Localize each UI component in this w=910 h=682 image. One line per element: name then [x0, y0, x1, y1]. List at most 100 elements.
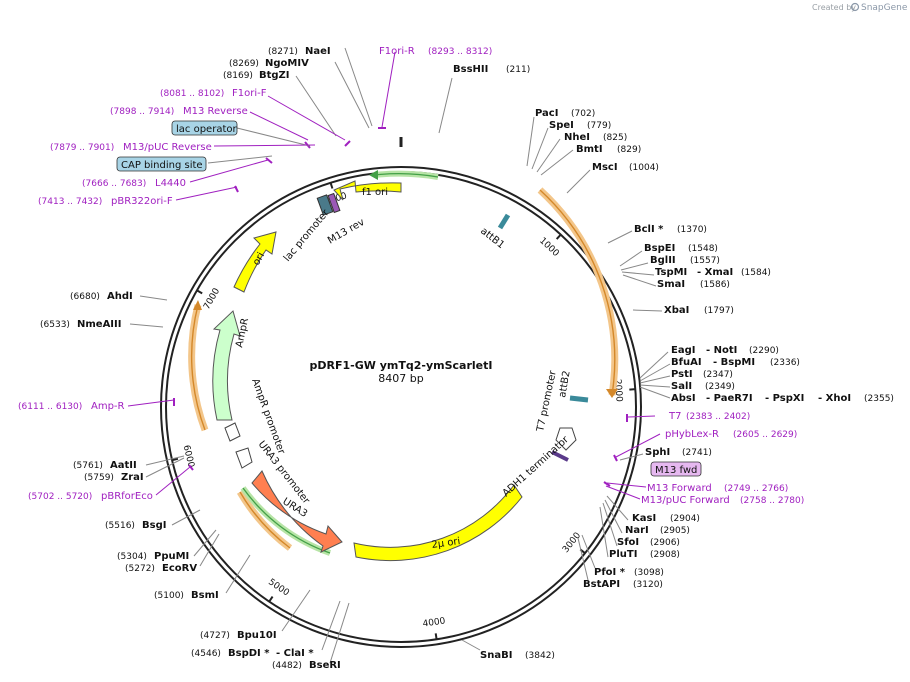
- primer-label: M13 Forward: [647, 483, 712, 494]
- primer-label: F1ori-R: [379, 46, 415, 57]
- enzyme-labels-left: (8271)NaeI (8269)NgoMIV (8169)BtgZI (668…: [40, 46, 341, 671]
- svg-text:(211): (211): [506, 65, 530, 75]
- enzyme-label: PacI: [535, 108, 558, 119]
- svg-text:(1557): (1557): [690, 256, 720, 266]
- plasmid-name: pDRF1-GW ymTq2-ymScarletI: [310, 359, 493, 372]
- label-attb1: attB1: [478, 226, 506, 251]
- svg-text:(5516): (5516): [105, 521, 135, 531]
- enzyme-label: PstI: [671, 369, 693, 380]
- enzyme-label: BspDI *: [228, 648, 270, 659]
- primer-label: L4440: [155, 178, 186, 189]
- enzyme-label: EcoRV: [162, 563, 197, 574]
- svg-text:(6680): (6680): [70, 292, 100, 302]
- svg-text:(2908): (2908): [650, 550, 680, 560]
- label-attb2: attB2: [557, 370, 573, 399]
- label-m13-rev: M13 rev: [326, 217, 367, 247]
- backbone-outer: [160, 166, 642, 648]
- primer-label: M13/pUC Forward: [641, 495, 730, 506]
- enzyme-label: - PaeR7I: [706, 393, 753, 404]
- svg-text:(8081 .. 8102): (8081 .. 8102): [160, 89, 224, 99]
- enzyme-label: BstAPI: [583, 579, 620, 590]
- svg-text:(2605 .. 2629): (2605 .. 2629): [733, 430, 797, 440]
- enzyme-label: NgoMIV: [265, 58, 309, 69]
- green-arrow-top: [369, 170, 378, 180]
- tick-mark: [555, 233, 562, 240]
- enzyme-label: - XmaI: [697, 267, 733, 278]
- svg-text:(5272): (5272): [125, 564, 155, 574]
- feature-ori: [233, 231, 277, 293]
- enzyme-label: SphI: [645, 447, 670, 458]
- attb2-site: [569, 395, 589, 403]
- primer-label: pBR322ori-F: [111, 196, 173, 207]
- enzyme-label: SnaBI: [480, 650, 512, 661]
- adh1-terminator-marker: [551, 450, 569, 462]
- enzyme-label: AatII: [110, 460, 137, 471]
- svg-text:(6111 .. 6130): (6111 .. 6130): [18, 402, 82, 412]
- tick-label: 4000: [422, 616, 446, 629]
- primer-leaders: [127, 51, 661, 500]
- enzyme-label: NheI: [564, 132, 590, 143]
- enzyme-label: - ClaI *: [276, 648, 314, 659]
- svg-text:(7879 .. 7901): (7879 .. 7901): [50, 143, 114, 153]
- tick-mark: [268, 596, 274, 603]
- box-m13-fwd: M13 fwd: [650, 461, 702, 477]
- enzyme-label: BspEI: [644, 243, 675, 254]
- enzyme-label: AbsI: [671, 393, 696, 404]
- plasmid-length: 8407 bp: [378, 372, 423, 385]
- enzyme-label: AhdI: [107, 291, 133, 302]
- svg-text:M13 fwd: M13 fwd: [655, 465, 697, 476]
- ura3-promoter-arrow: [235, 447, 253, 469]
- ampr-promoter-arrow: [224, 422, 241, 442]
- feature-f1-ori: [333, 180, 402, 201]
- svg-text:(5759): (5759): [84, 473, 114, 483]
- enzyme-label: BglII: [650, 255, 676, 266]
- enzyme-label: TspMI: [655, 267, 687, 278]
- tick-label: 2000: [612, 379, 624, 403]
- feature-ura3: [251, 470, 343, 553]
- green-arc-bottom-line: [242, 487, 331, 554]
- enzyme-label: BseRI: [309, 660, 341, 671]
- enzyme-label: SfoI: [617, 537, 639, 548]
- feature-2u-ori: [353, 484, 523, 562]
- svg-text:(2749 .. 2766): (2749 .. 2766): [724, 484, 788, 494]
- enzyme-label: SmaI: [657, 279, 685, 290]
- brand-text: SnapGene: [861, 3, 908, 13]
- enzyme-label: MscI: [592, 162, 618, 173]
- svg-text:(2349): (2349): [705, 382, 735, 392]
- svg-text:(7413 .. 7432): (7413 .. 7432): [38, 197, 102, 207]
- enzyme-label: - XhoI: [818, 393, 851, 404]
- enzyme-label: KasI: [632, 513, 656, 524]
- svg-text:(779): (779): [587, 121, 611, 131]
- svg-text:(1584): (1584): [741, 268, 771, 278]
- tick-mark: [329, 182, 334, 189]
- svg-text:(2383 .. 2402): (2383 .. 2402): [686, 412, 750, 422]
- svg-text:(3098): (3098): [634, 568, 664, 578]
- svg-text:(2355): (2355): [864, 394, 894, 404]
- primer-label: Amp-R: [91, 401, 125, 412]
- enzyme-label: - NotI: [706, 345, 737, 356]
- label-adh1-terminator: ADH1 terminator: [501, 434, 572, 499]
- orf-arrow-right: [606, 389, 618, 398]
- tick-mark: [434, 633, 438, 640]
- lac-operator-marker: [316, 194, 334, 216]
- attb1-site: [497, 213, 511, 230]
- enzyme-label: SalI: [671, 381, 692, 392]
- svg-text:(829): (829): [617, 145, 641, 155]
- m13-rev-marker: [327, 192, 341, 214]
- enzyme-label: Bpu10I: [237, 630, 277, 641]
- primer-label: M13/pUC Reverse: [123, 142, 212, 153]
- svg-text:(8269): (8269): [229, 59, 259, 69]
- enzyme-label: BmtI: [576, 144, 603, 155]
- primer-label: pHybLex-R: [665, 429, 719, 440]
- credit-text: Created by: [812, 3, 856, 12]
- svg-text:(5100): (5100): [154, 591, 184, 601]
- snapgene-logo: SnapGene: [850, 2, 908, 13]
- orf-arc-right-line: [539, 189, 616, 396]
- enzyme-labels-right: BssHII(211) PacI(702) SpeI(779) NheI(825…: [453, 64, 894, 661]
- enzyme-label: NaeI: [305, 46, 331, 57]
- enzyme-label: XbaI: [664, 305, 689, 316]
- tick-label: 5000: [266, 577, 291, 598]
- enzyme-label: BclI *: [634, 224, 664, 235]
- tick-label: 3000: [561, 531, 583, 555]
- svg-text:(5761): (5761): [73, 461, 103, 471]
